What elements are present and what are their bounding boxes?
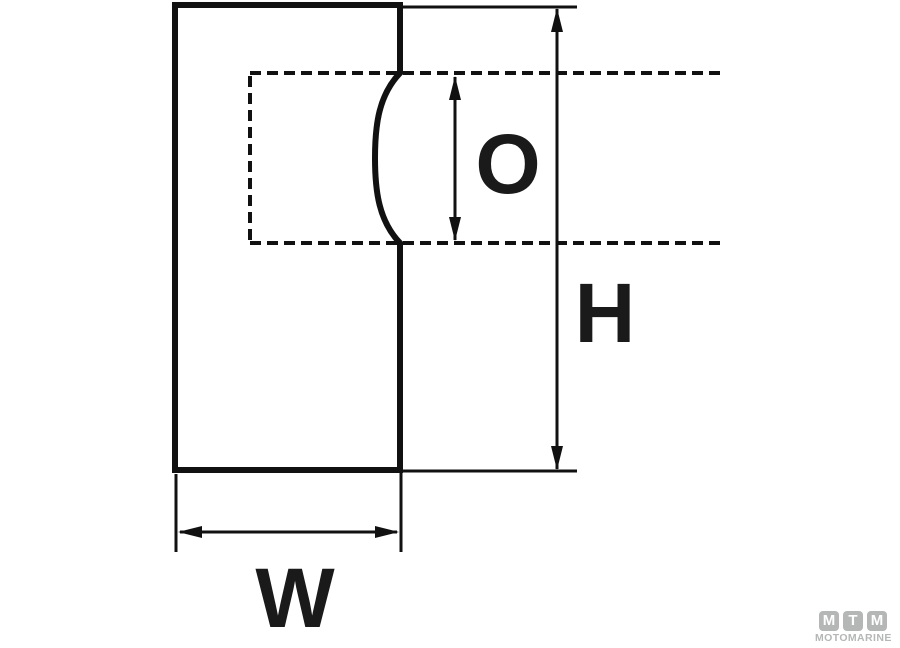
- opening-arrow-up-icon: [449, 76, 461, 100]
- height-arrow-up-icon: [551, 8, 563, 32]
- width-dimension-label: W: [255, 551, 335, 645]
- logo-tile-t: T: [843, 611, 863, 631]
- opening-dimension-label: O: [475, 117, 540, 211]
- width-arrow-right-icon: [375, 526, 399, 538]
- mtm-logo: M T M: [815, 611, 891, 631]
- opening-arrow-down-icon: [449, 217, 461, 241]
- logo-tile-m1: M: [819, 611, 839, 631]
- height-arrow-down-icon: [551, 446, 563, 470]
- motomarine-watermark: M T M MOTOMARINE: [815, 611, 891, 644]
- plate-outline: [172, 2, 403, 473]
- logo-tile-m2: M: [867, 611, 887, 631]
- watermark-brand-text: MOTOMARINE: [815, 632, 892, 644]
- width-arrow-left-icon: [178, 526, 202, 538]
- height-dimension-label: H: [575, 266, 636, 360]
